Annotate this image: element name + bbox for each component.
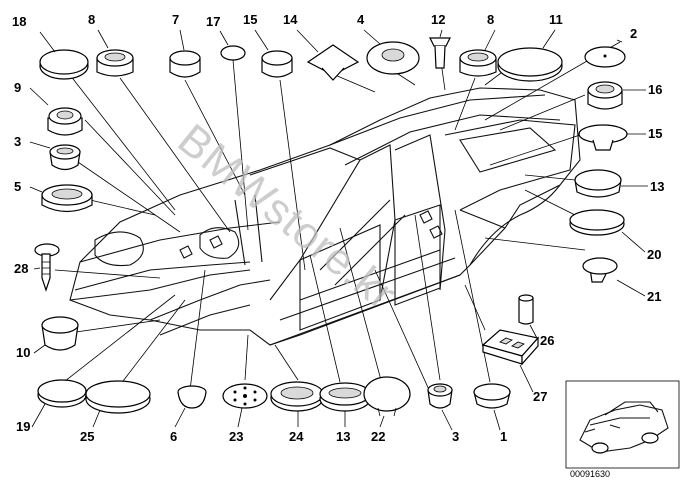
callout-2: 2 bbox=[630, 26, 637, 41]
callout-21: 21 bbox=[647, 289, 661, 304]
callout-8: 8 bbox=[487, 12, 494, 27]
watermark: BMWstore.kr bbox=[169, 115, 406, 320]
callout-23: 23 bbox=[229, 429, 243, 444]
part-16-grommet[interactable] bbox=[587, 81, 623, 110]
part-19-plug[interactable] bbox=[37, 379, 87, 408]
callout-18: 18 bbox=[12, 14, 26, 29]
parts bbox=[34, 37, 628, 417]
callout-4: 4 bbox=[357, 12, 365, 27]
part-1-plug[interactable] bbox=[473, 383, 511, 409]
part-12-clip[interactable] bbox=[429, 37, 451, 69]
part-14-boot[interactable] bbox=[306, 44, 360, 81]
leader-lines bbox=[54, 41, 621, 396]
part-10-plug[interactable] bbox=[41, 316, 79, 351]
callout-7: 7 bbox=[172, 12, 179, 27]
part-15-plug-top[interactable] bbox=[261, 50, 293, 78]
callout-17: 17 bbox=[206, 14, 220, 29]
callout-8: 8 bbox=[88, 12, 95, 27]
part-2-disc[interactable] bbox=[584, 46, 626, 68]
callout-26: 26 bbox=[540, 333, 554, 348]
callout-28: 28 bbox=[14, 261, 28, 276]
part-15-plug-right[interactable] bbox=[578, 124, 628, 151]
inset-car-icon bbox=[579, 401, 669, 454]
callout-3: 3 bbox=[452, 429, 459, 444]
callout-10: 10 bbox=[16, 345, 30, 360]
callout-5: 5 bbox=[14, 179, 21, 194]
part-6-plug[interactable] bbox=[177, 385, 207, 409]
callout-13: 13 bbox=[650, 179, 664, 194]
callout-22: 22 bbox=[371, 429, 385, 444]
callout-connectors bbox=[29, 29, 648, 431]
part-28-pin[interactable] bbox=[34, 243, 60, 292]
callout-24: 24 bbox=[289, 429, 304, 444]
part-5-grommet[interactable] bbox=[41, 184, 93, 213]
callout-6: 6 bbox=[170, 429, 177, 444]
callout-15: 15 bbox=[648, 126, 662, 141]
callout-20: 20 bbox=[647, 247, 661, 262]
callout-27: 27 bbox=[533, 389, 547, 404]
part-23-disc[interactable] bbox=[222, 383, 268, 409]
callout-labels: 18 8 7 17 15 14 4 12 8 11 2 16 15 13 20 … bbox=[12, 12, 664, 444]
callout-13: 13 bbox=[336, 429, 350, 444]
callout-19: 19 bbox=[16, 419, 30, 434]
part-9-grommet[interactable] bbox=[47, 107, 83, 136]
part-18-plug[interactable] bbox=[39, 49, 89, 80]
callout-3: 3 bbox=[14, 134, 21, 149]
callout-14: 14 bbox=[283, 12, 298, 27]
part-8-grommet[interactable] bbox=[96, 49, 134, 77]
part-4-grommet[interactable] bbox=[366, 41, 420, 75]
inset-thumbnail: 00091630 bbox=[565, 380, 680, 479]
part-3-plug-left[interactable] bbox=[49, 144, 81, 171]
callout-1: 1 bbox=[500, 429, 507, 444]
inset-ref-code: 00091630 bbox=[570, 469, 610, 479]
part-24-grommet[interactable] bbox=[270, 381, 324, 412]
callout-16: 16 bbox=[648, 82, 662, 97]
part-26-cylinder[interactable] bbox=[518, 294, 534, 325]
callout-11: 11 bbox=[549, 12, 563, 27]
part-21-clip[interactable] bbox=[582, 257, 618, 283]
part-25-plug[interactable] bbox=[85, 380, 151, 414]
part-20-plug[interactable] bbox=[569, 209, 625, 236]
callout-12: 12 bbox=[431, 12, 445, 27]
callout-25: 25 bbox=[80, 429, 94, 444]
part-13-plug-bottom[interactable] bbox=[319, 382, 371, 412]
callout-15: 15 bbox=[243, 12, 257, 27]
part-22-plug[interactable] bbox=[363, 376, 411, 417]
part-7-plug[interactable] bbox=[169, 50, 201, 78]
callout-9: 9 bbox=[14, 80, 21, 95]
part-11-plug[interactable] bbox=[497, 47, 563, 82]
part-27-kit-box[interactable] bbox=[481, 329, 540, 366]
part-17-disc[interactable] bbox=[220, 45, 246, 61]
part-13-plug-right[interactable] bbox=[574, 169, 622, 198]
part-3-plug-bottom[interactable] bbox=[427, 383, 453, 409]
part-8-grommet-right[interactable] bbox=[459, 49, 497, 77]
car-body-shell bbox=[69, 87, 581, 346]
